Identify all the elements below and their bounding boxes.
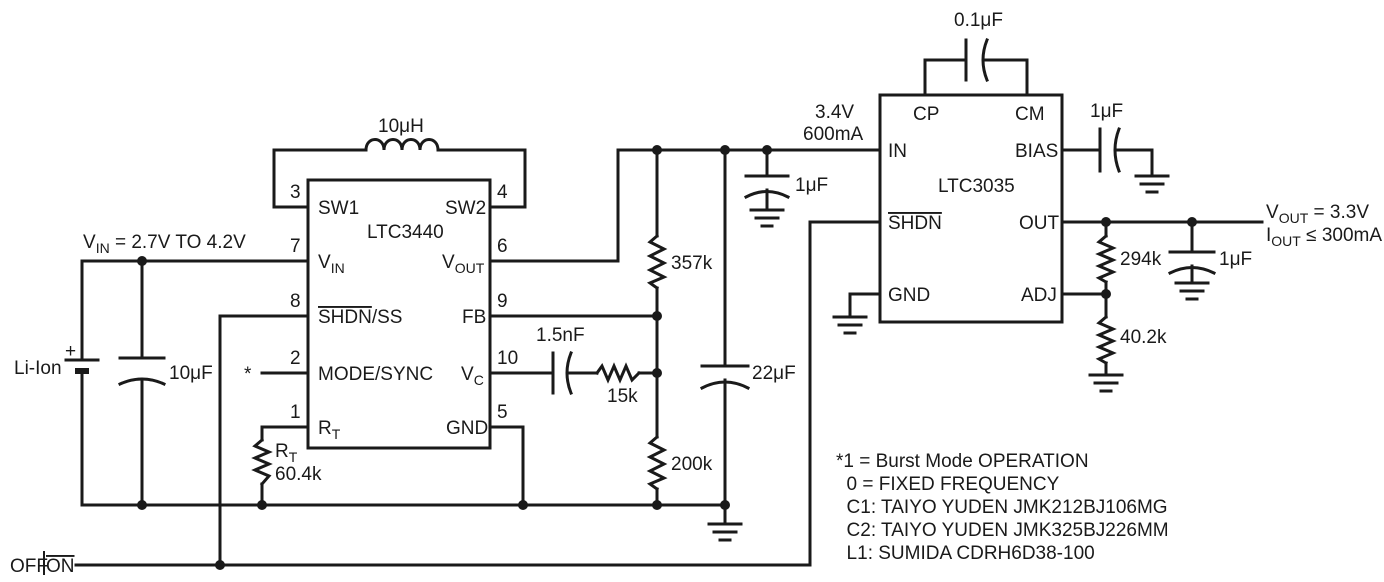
pin-label-bias: BIAS	[1015, 141, 1058, 162]
ldo-input-capacitor-symbol	[743, 174, 791, 200]
r357k-resistor-symbol	[646, 233, 668, 291]
off-label: OFF	[10, 556, 48, 577]
pin-number: 7	[290, 236, 301, 257]
pin-label-mode-sync: MODE/SYNC	[318, 364, 433, 385]
note-line: 0 = FIXED FREQUENCY	[836, 474, 1060, 495]
r15k-resistor-symbol	[594, 362, 642, 384]
input-capacitor-symbol	[118, 356, 166, 386]
bias-capacitor-label: 1μF	[1090, 101, 1123, 122]
r200k-resistor-symbol	[646, 434, 668, 492]
r294k-resistor-symbol	[1095, 233, 1117, 285]
pin-label-rt: RT	[318, 418, 341, 442]
battery-symbol	[64, 358, 100, 374]
pin-label-shdn: SHDN	[888, 213, 942, 234]
ltc3440-name: LTC3440	[367, 222, 444, 243]
ground-symbol	[1088, 373, 1124, 393]
pin-label-sw2: SW2	[445, 198, 486, 219]
pin-label-sw1: SW1	[318, 198, 359, 219]
pin-number: 4	[497, 182, 508, 203]
battery-label: Li-Ion	[14, 358, 62, 379]
inductor-label: 10μH	[378, 116, 424, 137]
note-line: C1: TAIYO YUDEN JMK212BJ106MG	[836, 497, 1168, 518]
comp-capacitor-label: 1.5nF	[536, 325, 585, 346]
pin-number: 1	[290, 402, 301, 423]
pin-label-vc: VC	[461, 364, 484, 388]
comp-capacitor-symbol	[551, 351, 573, 395]
wires	[74, 58, 1264, 567]
ground-symbol	[1134, 174, 1170, 194]
ltc3035-name: LTC3035	[938, 176, 1015, 197]
output-capacitor-label: 22μF	[752, 363, 796, 384]
pin-number: 5	[497, 402, 508, 423]
rt-label: RT	[275, 441, 298, 465]
vout-label: VOUT = 3.3V	[1266, 202, 1369, 226]
pin-label-gnd: GND	[888, 285, 930, 306]
ldo-output-capacitor-symbol	[1167, 250, 1217, 276]
flying-capacitor-symbol	[964, 38, 989, 82]
notes: *1 = Burst Mode OPERATION 0 = FIXED FREQ…	[836, 451, 1169, 564]
pin-label-cm: CM	[1015, 104, 1045, 125]
pin-label-out: OUT	[1019, 213, 1060, 234]
pin-label-shdn-ss: SHDN/SS	[318, 307, 402, 328]
r40k-label: 40.2k	[1120, 327, 1167, 348]
input-capacitor-label: 10μF	[169, 363, 213, 384]
mode-star-label: *	[244, 364, 252, 385]
ground-symbol	[749, 208, 785, 228]
bias-capacitor-symbol	[1098, 127, 1121, 173]
r40k-resistor-symbol	[1095, 314, 1117, 366]
output-capacitor-symbol	[699, 364, 751, 391]
vin-label: VIN = 2.7V TO 4.2V	[83, 232, 246, 256]
r200k-label: 200k	[671, 454, 713, 475]
note-line: L1: SUMIDA CDRH6D38-100	[836, 543, 1095, 564]
mid-current-label: 600mA	[803, 124, 864, 145]
flying-capacitor-label: 0.1μF	[954, 10, 1003, 31]
pin-number: 8	[290, 291, 301, 312]
ground-symbol	[832, 315, 868, 335]
pin-label-vout: VOUT	[442, 252, 485, 276]
r357k-label: 357k	[671, 253, 713, 274]
junction-dots	[137, 145, 1197, 570]
battery-plus-label: +	[65, 341, 76, 362]
rt-resistor-symbol	[251, 437, 273, 487]
rt-value-label: 60.4k	[275, 464, 322, 485]
pin-label-fb: FB	[462, 307, 486, 328]
ltc3035-body	[878, 93, 1064, 324]
ldo-output-capacitor-label: 1μF	[1219, 249, 1252, 270]
pin-label-adj: ADJ	[1021, 285, 1057, 306]
pin-label-in: IN	[888, 141, 907, 162]
ltc3440-body	[306, 178, 492, 450]
ldo-input-capacitor-label: 1μF	[795, 175, 828, 196]
ground-symbol	[1174, 281, 1210, 301]
inductor-symbol	[364, 138, 440, 152]
pin-label-vin: VIN	[318, 252, 345, 276]
pin-label-gnd: GND	[446, 418, 488, 439]
mid-voltage-label: 3.4V	[815, 102, 854, 123]
pin-number: 10	[497, 348, 518, 369]
pin-number: 6	[497, 236, 508, 257]
note-line: *1 = Burst Mode OPERATION	[836, 451, 1089, 472]
ground-symbol	[707, 522, 743, 542]
r15k-label: 15k	[607, 386, 638, 407]
note-line: C2: TAIYO YUDEN JMK325BJ226MM	[836, 520, 1169, 541]
pin-number: 3	[290, 182, 301, 203]
pin-number: 9	[497, 291, 508, 312]
iout-label: IOUT ≤ 300mA	[1266, 225, 1382, 249]
pin-label-cp: CP	[913, 104, 939, 125]
on-label: ON	[46, 556, 75, 577]
r294k-label: 294k	[1120, 249, 1162, 270]
pin-number: 2	[290, 348, 301, 369]
